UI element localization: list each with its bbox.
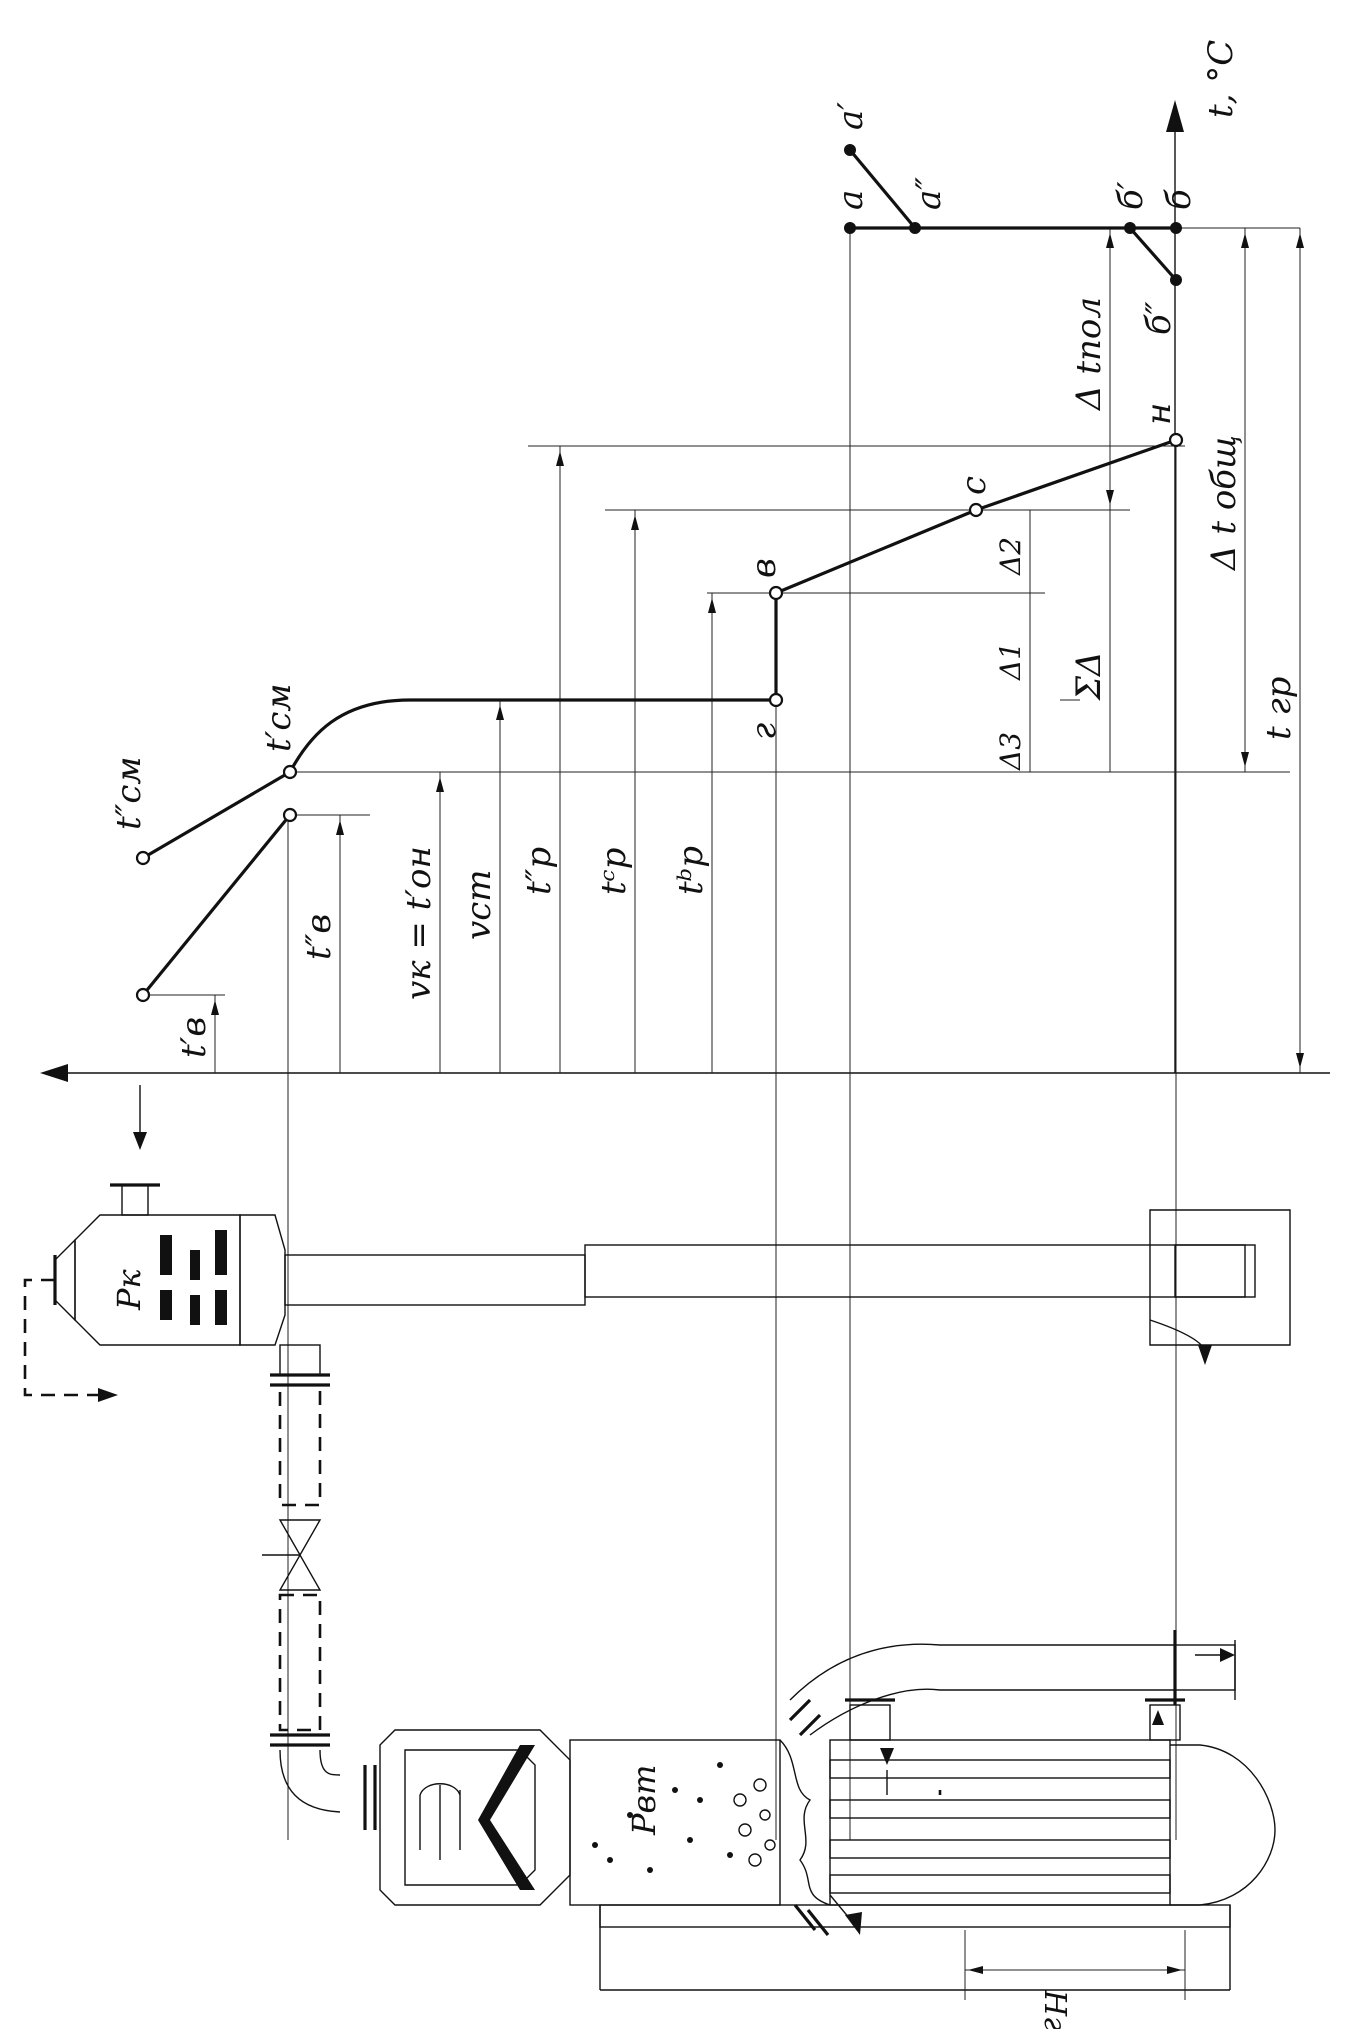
evaporator: Pвт <box>379 1630 1276 2034</box>
mixture-line <box>142 770 291 860</box>
label-b: б <box>1159 189 1199 210</box>
label-delta2: Δ2 <box>994 537 1027 576</box>
label-n: н <box>1139 403 1179 425</box>
separator-head <box>379 1729 571 1906</box>
droplets <box>592 1762 733 1873</box>
label-tcm1: t′см <box>259 683 299 752</box>
label-h-gr: Hгр <box>1037 1989 1072 2029</box>
water-inlet-arrow-icon <box>133 1132 147 1150</box>
label-g: г <box>744 723 784 740</box>
label-a1: а′ <box>831 102 871 130</box>
air-line <box>23 1278 100 1397</box>
label-tv1: t′в <box>174 1017 214 1058</box>
label-c: с <box>954 476 994 495</box>
label-a2: а″ <box>909 177 949 210</box>
label-tcm2: t″см <box>109 756 149 830</box>
label-pvt: Pвт <box>625 1765 663 1837</box>
circulation-pipe <box>809 1688 1175 1736</box>
point-tcm2 <box>135 850 151 866</box>
label-vk: vк = t′он <box>399 846 439 1000</box>
point-c <box>968 502 984 518</box>
baseline-arrow-icon <box>40 1064 68 1082</box>
point-tv2 <box>282 807 298 823</box>
label-vst: vст <box>459 870 499 941</box>
axis-label: t, °C <box>1201 40 1241 118</box>
point-b2 <box>1170 274 1182 286</box>
label-b1: б′ <box>1111 181 1151 210</box>
point-a1 <box>844 144 856 156</box>
label-pk: Pк <box>110 1268 148 1311</box>
point-g <box>768 692 784 708</box>
bottom-chamber <box>1170 1744 1276 1906</box>
label-dt-pol: Δ tпол <box>1069 297 1109 412</box>
label-dt-obsh: Δ t общ <box>1204 435 1244 572</box>
vapor-line <box>262 1344 377 1830</box>
line-c-n <box>975 438 1177 512</box>
label-sum-delta: ΣΔ <box>1069 651 1109 702</box>
point-a <box>844 222 856 234</box>
line-a1-a2 <box>848 148 917 230</box>
point-b <box>1170 222 1182 234</box>
point-v <box>768 585 784 601</box>
label-a: а <box>831 190 871 210</box>
evaporator-body <box>569 1739 781 1906</box>
label-delta1: Δ1 <box>994 642 1027 681</box>
steam-temperature-line <box>288 698 776 773</box>
line-b1-b2 <box>1128 226 1178 282</box>
barometric-condenser: Pк <box>23 1085 1291 1402</box>
temperature-axis-arrow-icon <box>1166 100 1184 132</box>
label-v: в <box>744 558 784 578</box>
mesh-separator <box>478 1745 535 1890</box>
point-tv1 <box>135 987 151 1003</box>
temperature-diagram <box>40 100 1330 1840</box>
water-line <box>141 813 292 997</box>
label-tpn: t″р <box>519 847 559 895</box>
point-b1 <box>1124 222 1136 234</box>
temperature-labels: t, °C t″см t′см t′в t″в vк = t′он vст t″… <box>109 40 1299 1058</box>
heating-chamber <box>829 1739 1171 1906</box>
point-tcm1 <box>282 764 298 780</box>
vapor-valve <box>278 1519 322 1557</box>
bubbles <box>733 1778 776 1867</box>
label-delta3: Δ3 <box>994 732 1027 771</box>
point-a2 <box>909 222 921 234</box>
label-t-gr: t гр <box>1259 677 1299 740</box>
hot-well <box>1149 1209 1291 1346</box>
label-b2: б″ <box>1139 301 1179 335</box>
label-tv2: t″в <box>299 914 339 960</box>
label-tps: tᶜр <box>594 848 634 895</box>
label-tpv: tᵇр <box>671 846 711 895</box>
line-v-c <box>775 508 977 595</box>
support-base <box>599 1904 1231 1928</box>
barometric-tube <box>284 1254 586 1306</box>
point-n <box>1168 432 1184 448</box>
